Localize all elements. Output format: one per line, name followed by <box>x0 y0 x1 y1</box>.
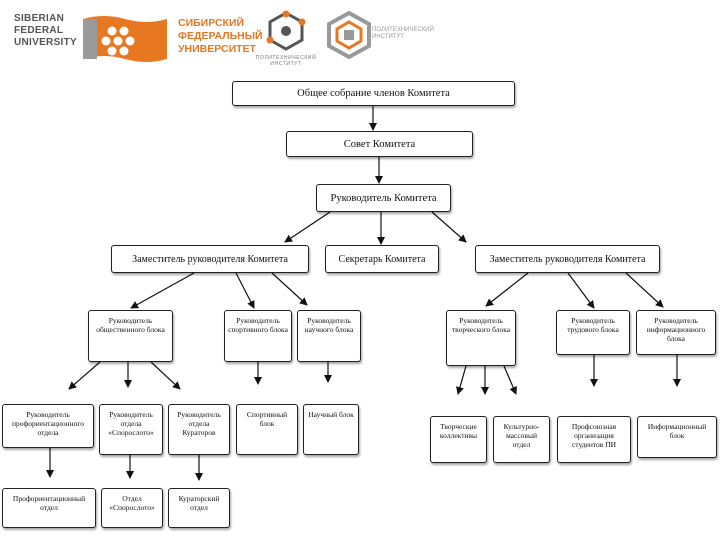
creative-groups-box: Творческие коллективы <box>430 416 487 463</box>
org-caption-line-1: ПОЛИТЕХНИЧЕСКИЙ <box>372 27 434 33</box>
sfu-line-1: SIBERIAN <box>14 13 65 24</box>
committee-head-box: Руководитель Комитета <box>316 184 451 212</box>
sfu-english-logo-text: SIBERIAN FEDERAL UNIVERSITY <box>14 13 77 49</box>
creative-block-head-box: Руководитель творческого блока <box>446 310 516 366</box>
pi-caption-line-2: ИНСТИТУТ <box>270 61 302 67</box>
info-block-box: Информационный блок <box>637 416 717 458</box>
sport-block-head-box: Руководитель спортивного блока <box>224 310 292 362</box>
sport-block-box: Спортивный блок <box>236 404 298 455</box>
general-meeting-box: Общее собрание членов Комитета <box>232 81 515 106</box>
org-caption-line-2: ИНСТИТУТ <box>372 34 404 40</box>
sfu-line-2: FEDERAL <box>14 25 64 36</box>
ru-line-1: СИБИРСКИЙ <box>178 17 245 29</box>
prof-dept-head-box: Руководитель профориентационного отдела <box>2 404 94 448</box>
science-block-box: Научный блок <box>303 404 359 455</box>
social-block-head-box: Руководитель общественного блока <box>88 310 173 362</box>
curators-dept-box: Кураторский отдел <box>168 488 230 528</box>
curators-dept-head-box: Руководитель отдела Кураторов <box>168 404 230 455</box>
polytechnic-logo-caption: ПОЛИТЕХНИЧЕСКИЙ ИНСТИТУТ <box>244 55 328 67</box>
student-union-box: Профсоюзная организация студентов ПИ <box>557 416 631 463</box>
sfu-flag-logo-icon <box>83 16 167 62</box>
secretary-box: Секретарь Комитета <box>325 245 439 273</box>
ru-line-2: ФЕДЕРАЛЬНЫЙ <box>178 30 263 42</box>
deputy-right-box: Заместитель руководителя Комитета <box>475 245 660 273</box>
labor-block-head-box: Руководитель трудового блока <box>556 310 630 355</box>
sfu-line-3: UNIVERSITY <box>14 37 78 48</box>
sporoseto-dept-box: Отдел «Спорослото» <box>101 488 163 528</box>
sfu-russian-logo-text: СИБИРСКИЙ ФЕДЕРАЛЬНЫЙ УНИВЕРСИТЕТ <box>178 17 263 56</box>
cultural-dept-box: Культурно-массовый отдел <box>493 416 550 463</box>
sporoseto-dept-head-box: Руководитель отдела «Спорослото» <box>99 404 163 455</box>
student-organization-caption: ПОЛИТЕХНИЧЕСКИЙ ИНСТИТУТ <box>372 27 434 41</box>
info-block-head-box: Руководитель информационного блока <box>636 310 716 355</box>
council-box: Совет Комитета <box>286 131 473 157</box>
student-organization-logo-icon <box>327 10 371 60</box>
prof-dept-box: Профориентационный отдел <box>2 488 96 528</box>
header-logos: SIBERIAN FEDERAL UNIVERSITY СИБИРСКИЙ ФЕ… <box>0 0 720 80</box>
pi-caption-line-1: ПОЛИТЕХНИЧЕСКИЙ <box>255 55 317 61</box>
deputy-left-box: Заместитель руководителя Комитета <box>111 245 309 273</box>
polytechnic-institute-logo-icon <box>266 10 306 51</box>
ru-line-3: УНИВЕРСИТЕТ <box>178 43 256 55</box>
science-block-head-box: Руководитель научного блока <box>297 310 361 362</box>
